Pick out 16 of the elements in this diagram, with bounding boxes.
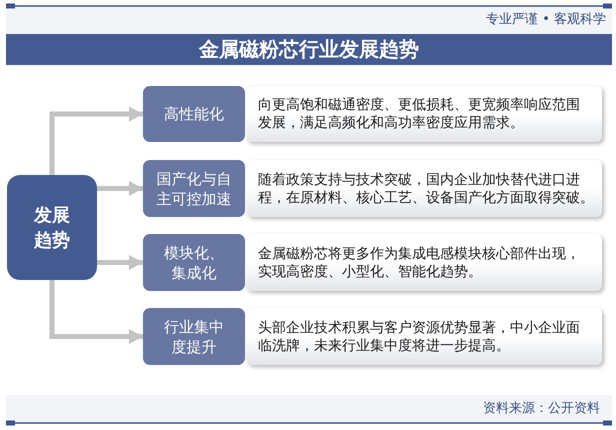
category-box: 高性能化 [143, 86, 245, 142]
arrow [97, 255, 143, 270]
arrow [97, 181, 143, 196]
arrow [50, 280, 143, 344]
topic-box: 发展趋势 [7, 175, 97, 280]
description-box: 向更高饱和磁通密度、更低损耗、更宽频率响应范围发展，满足高频化和高功率密度应用需求。 [246, 86, 602, 142]
description-box: 随着政策支持与技术突破，国内企业加快替代进口进程，在原材料、核心工艺、设备国产化方面取得突破。 [246, 160, 602, 217]
source-note: 资料来源：公开资料 [483, 401, 600, 417]
description-box: 头部企业技术积累与客户资源优势显著，中小企业面临洗牌，未来行业集中度将进一步提高。 [246, 308, 602, 365]
description-box: 金属磁粉芯将更多作为集成电感模块核心部件出现，实现高密度、小型化、智能化趋势。 [246, 234, 602, 291]
category-box: 行业集中度提升 [143, 308, 245, 365]
category-box: 模块化、集成化 [143, 234, 245, 291]
category-box: 国产化与自主可控加速 [143, 160, 245, 217]
arrow [50, 106, 143, 175]
title-banner: 金属磁粉芯行业发展趋势 [6, 34, 612, 65]
slogan-text: 专业严谨 • 客观科学 [486, 12, 606, 28]
